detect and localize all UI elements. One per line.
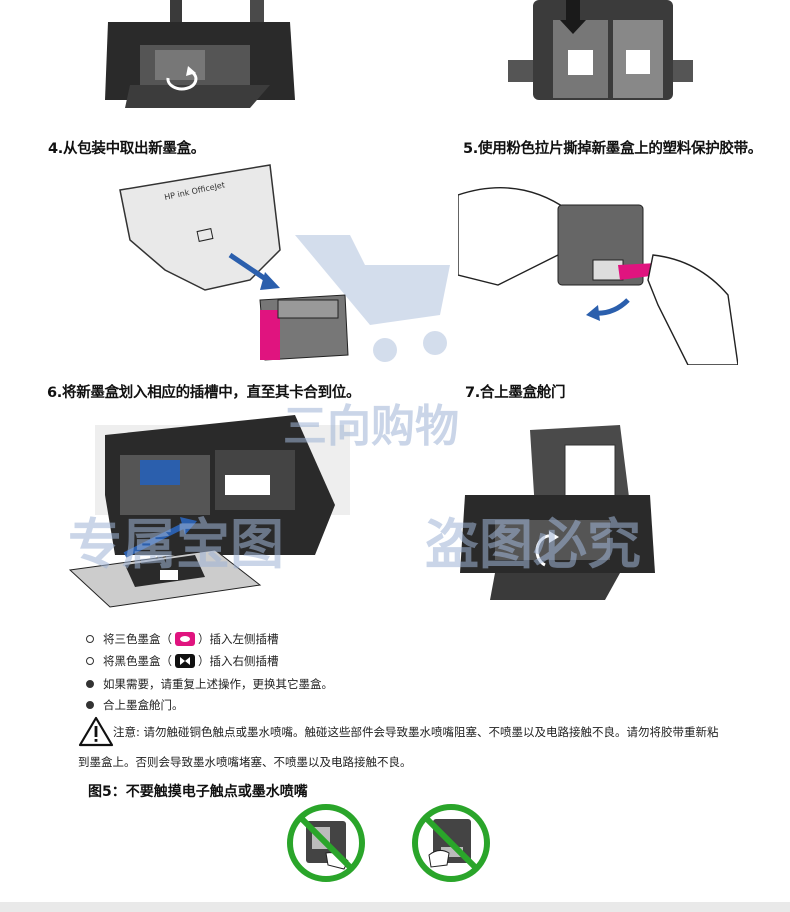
bullet-tricolor-post: ）插入左侧插槽 bbox=[198, 632, 279, 646]
no-touch-nozzles-icon bbox=[412, 804, 490, 882]
ink-package-image: HP ink OfficeJet bbox=[119, 164, 349, 361]
bullet-item-tricolor: 将三色墨盒（ ）插入左侧插槽 bbox=[86, 631, 279, 647]
bullet-filled-icon bbox=[86, 701, 94, 709]
no-touch-contacts-icon bbox=[287, 804, 365, 882]
step-4-title: 4.从包装中取出新墨盒。 bbox=[48, 141, 205, 157]
tricolor-cartridge-icon bbox=[175, 632, 195, 646]
bullet-open-icon bbox=[86, 635, 94, 643]
step-5-title: 5.使用粉色拉片撕掉新墨盒上的塑料保护胶带。 bbox=[463, 141, 762, 157]
note-line-1: 注意: 请勿触碰铜色触点或墨水喷嘴。触碰这些部件会导致墨水喷嘴阻塞、不喷墨以及电… bbox=[113, 725, 719, 739]
bullet-close-door-text: 合上墨盒舱门。 bbox=[103, 698, 184, 712]
black-cartridge-icon bbox=[175, 654, 195, 668]
close-door-image bbox=[460, 425, 655, 600]
bullet-open-icon bbox=[86, 657, 94, 665]
step-7-title: 7.合上墨盒舱门 bbox=[465, 385, 566, 401]
step-6-title: 6.将新墨盒划入相应的插槽中，直至其卡合到位。 bbox=[47, 385, 361, 401]
warning-icon bbox=[78, 716, 114, 747]
printer-open-door-image bbox=[105, 0, 295, 108]
cartridge-carriage-image-top bbox=[508, 0, 693, 100]
footer-bar bbox=[0, 902, 790, 912]
note-line-2: 到墨盒上。否则会导致墨水喷嘴堵塞、不喷墨以及电路接触不良。 bbox=[78, 755, 412, 769]
bullet-item-black: 将黑色墨盒（ ）插入右侧插槽 bbox=[86, 653, 279, 669]
bullet-black-pre: 将黑色墨盒（ bbox=[103, 654, 172, 668]
watermark-logo bbox=[295, 235, 450, 362]
figure-5-title: 图5：不要触摸电子触点或墨水喷嘴 bbox=[88, 784, 308, 800]
insert-cartridge-image bbox=[68, 415, 350, 608]
bullet-item-close-door: 合上墨盒舱门。 bbox=[86, 697, 184, 713]
bullet-repeat-text: 如果需要，请重复上述操作，更换其它墨盒。 bbox=[103, 677, 333, 691]
bullet-tricolor-pre: 将三色墨盒（ bbox=[103, 632, 172, 646]
bullet-filled-icon bbox=[86, 680, 94, 688]
bullet-black-post: ）插入右侧插槽 bbox=[198, 654, 279, 668]
bullet-item-repeat: 如果需要，请重复上述操作，更换其它墨盒。 bbox=[86, 676, 333, 692]
remove-tape-image bbox=[458, 187, 738, 365]
